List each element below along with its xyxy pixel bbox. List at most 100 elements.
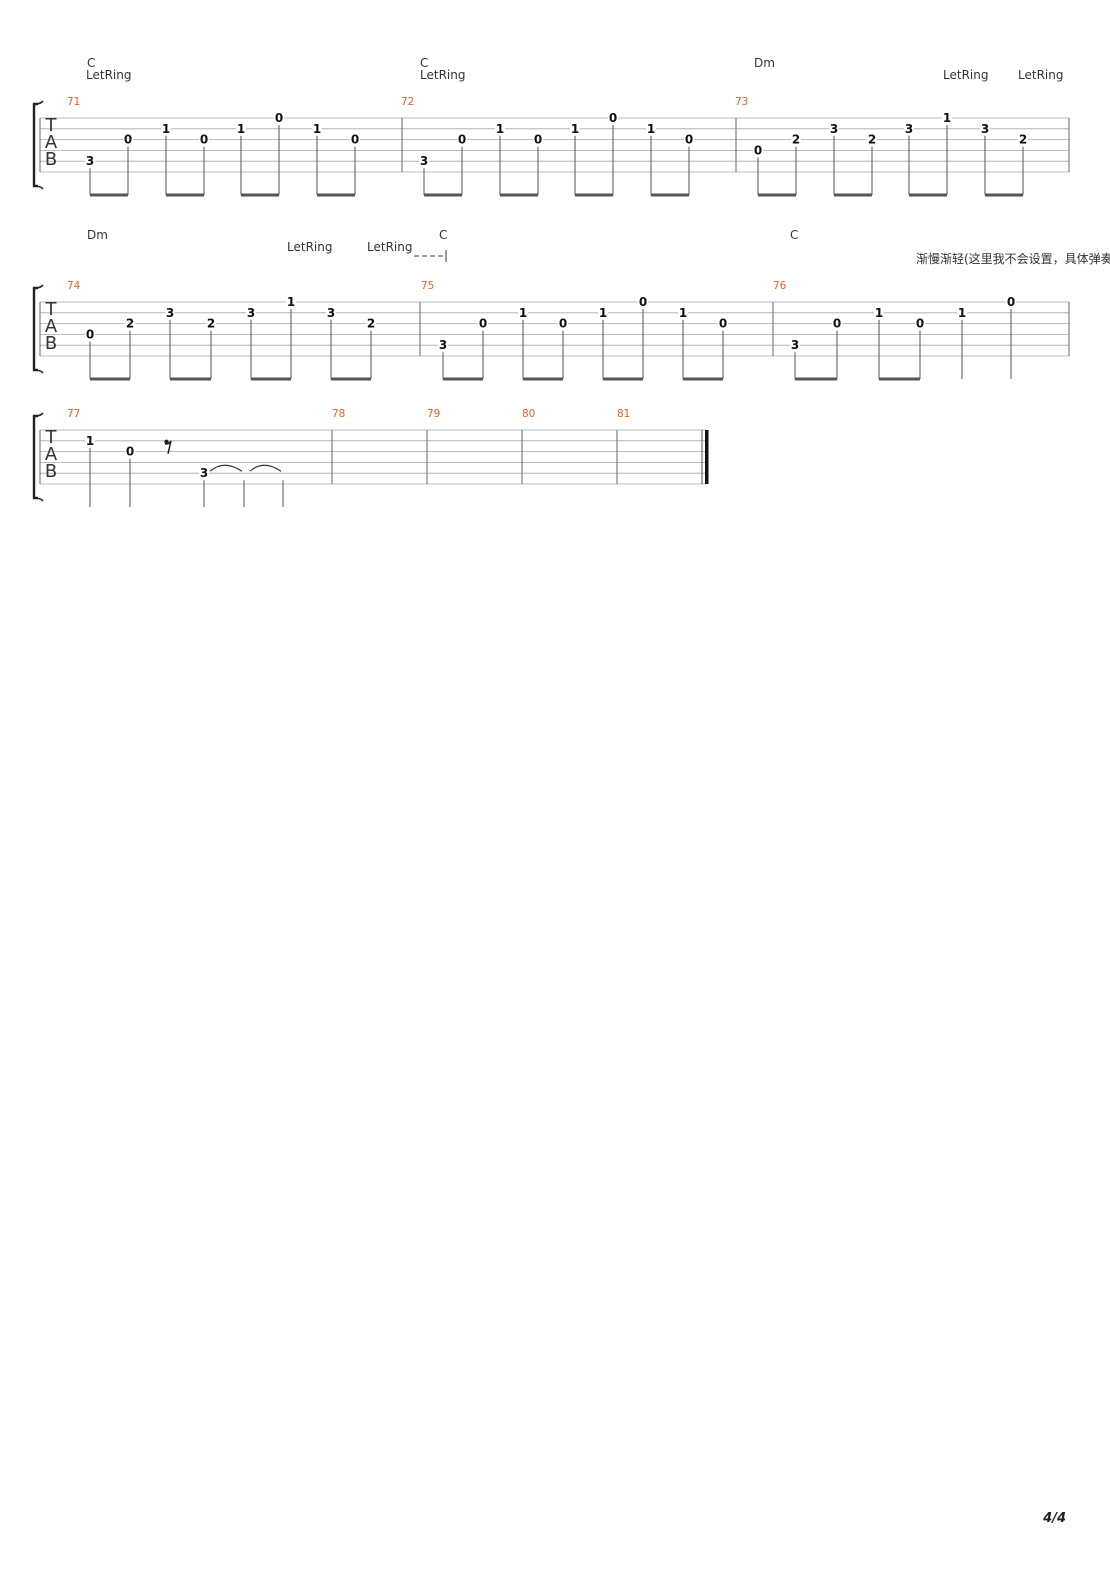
fret-bg — [457, 132, 467, 146]
fret-bg — [199, 466, 209, 480]
fret-bg — [533, 132, 543, 146]
fret-number: 3 — [247, 306, 255, 320]
fret-bg — [123, 132, 133, 146]
fret-number: 3 — [905, 122, 913, 136]
measure-number: 71 — [67, 96, 80, 108]
let-ring-label: LetRing — [367, 240, 412, 254]
fret-number: 3 — [830, 122, 838, 136]
page-number: 4/4 — [1043, 1511, 1066, 1526]
fret-bg — [718, 316, 728, 330]
beam — [651, 193, 689, 197]
fret-number: 0 — [559, 317, 567, 331]
chord-symbol: Dm — [87, 228, 108, 242]
fret-number: 0 — [1007, 295, 1015, 309]
fret-bg — [790, 338, 800, 352]
fret-bg — [518, 305, 528, 319]
measure-number: 75 — [421, 280, 434, 292]
fret-bg — [598, 305, 608, 319]
fret-bg — [904, 121, 914, 135]
measure-number: 78 — [332, 408, 345, 420]
fret-bg — [678, 305, 688, 319]
beam — [909, 193, 947, 197]
measure-number: 73 — [735, 96, 748, 108]
fret-number: 1 — [679, 306, 687, 320]
fret-number: 0 — [534, 133, 542, 147]
fret-number: 2 — [126, 317, 134, 331]
fret-number: 0 — [124, 133, 132, 147]
let-ring-label: LetRing — [86, 68, 131, 82]
fret-number: 0 — [200, 133, 208, 147]
fret-number: 0 — [351, 133, 359, 147]
fret-number: 0 — [916, 317, 924, 331]
fret-number: 1 — [647, 122, 655, 136]
measure-number: 74 — [67, 280, 81, 292]
let-ring-label: LetRing — [1018, 68, 1063, 82]
system-bracket — [32, 102, 38, 188]
system-bracket — [32, 414, 38, 500]
let-ring-label: LetRing — [420, 68, 465, 82]
fret-number: 1 — [162, 122, 170, 136]
beam — [500, 193, 538, 197]
fret-number: 1 — [237, 122, 245, 136]
beam — [443, 377, 483, 381]
beam — [241, 193, 279, 197]
beam — [251, 377, 291, 381]
fret-number: 0 — [86, 327, 94, 341]
tab-clef-letter: A — [45, 444, 58, 465]
beam — [758, 193, 796, 197]
fret-bg — [274, 111, 284, 124]
fret-number: 1 — [599, 306, 607, 320]
fret-number: 2 — [792, 133, 800, 147]
fret-bg — [1006, 295, 1016, 308]
fret-number: 3 — [420, 154, 428, 168]
fret-number: 1 — [958, 306, 966, 320]
fret-number: 1 — [313, 122, 321, 136]
fret-number: 3 — [439, 338, 447, 352]
fret-number: 1 — [86, 434, 94, 448]
chord-symbol: C — [790, 228, 798, 242]
chord-symbol: Dm — [754, 56, 775, 70]
fret-bg — [638, 295, 648, 308]
fret-bg — [125, 444, 135, 458]
fret-number: 3 — [981, 122, 989, 136]
beam — [523, 377, 563, 381]
measure-number: 81 — [617, 408, 630, 420]
fret-number: 2 — [1019, 133, 1027, 147]
fret-number: 0 — [685, 133, 693, 147]
tab-clef-letter: A — [45, 316, 58, 337]
fret-number: 0 — [609, 111, 617, 125]
beam — [603, 377, 643, 381]
fret-bg — [438, 338, 448, 352]
system-bracket — [32, 286, 38, 372]
chord-symbol: C — [87, 56, 95, 70]
beam — [985, 193, 1023, 197]
final-barline-thick — [705, 430, 709, 484]
fret-bg — [608, 111, 618, 124]
fret-number: 3 — [327, 306, 335, 320]
bracket-cap — [33, 185, 44, 190]
chord-symbol: C — [420, 56, 428, 70]
fret-bg — [646, 121, 656, 135]
beam — [90, 377, 130, 381]
fret-bg — [161, 121, 171, 135]
fret-bg — [874, 305, 884, 319]
fret-bg — [85, 433, 95, 447]
fret-bg — [366, 316, 376, 330]
fret-bg — [85, 154, 95, 168]
fret-number: 1 — [287, 295, 295, 309]
fret-bg — [165, 305, 175, 319]
fret-bg — [199, 132, 209, 146]
fret-number: 1 — [571, 122, 579, 136]
tab-clef-letter: T — [45, 427, 58, 448]
fret-bg — [980, 121, 990, 135]
fret-number: 3 — [791, 338, 799, 352]
beam — [317, 193, 355, 197]
tab-clef-letter: B — [45, 461, 57, 482]
fret-bg — [206, 316, 216, 330]
fret-number: 2 — [868, 133, 876, 147]
tie-arc — [249, 464, 282, 472]
tempo-annotation: 渐慢渐轻(这里我不会设置，具体弹奏 — [916, 251, 1110, 266]
beam — [90, 193, 128, 197]
fret-bg — [286, 295, 296, 308]
